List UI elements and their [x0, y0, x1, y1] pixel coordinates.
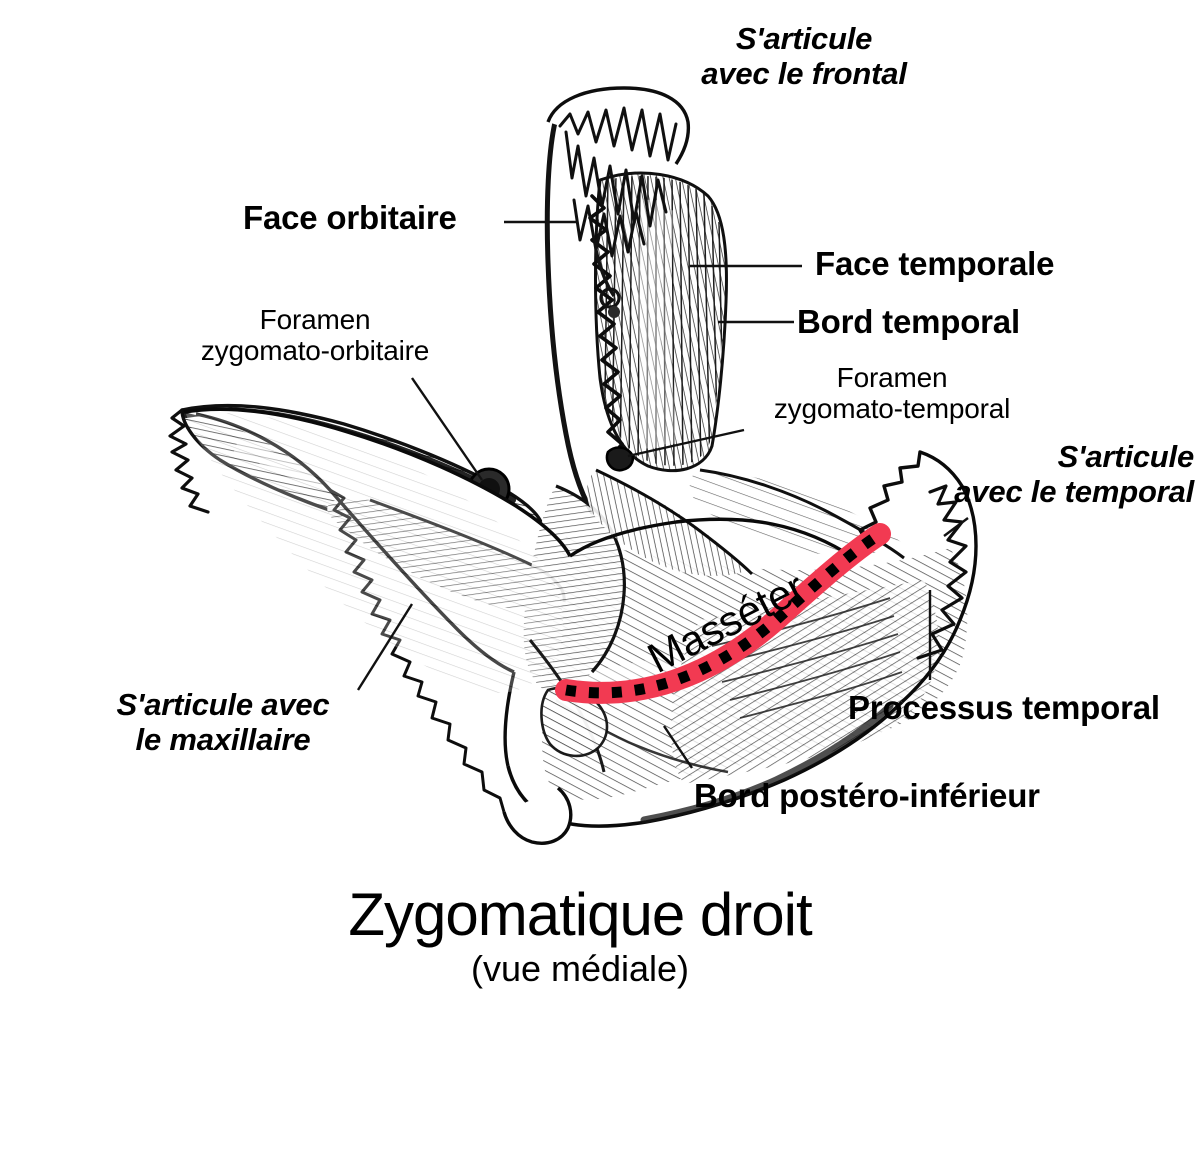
figure-subtitle: (vue médiale)	[470, 948, 690, 989]
label-bord-temporal: Bord temporal	[797, 303, 1020, 340]
leader-bord-postero-inferieur	[663, 725, 693, 769]
figure-title: Zygomatique droit	[348, 881, 812, 948]
label-foramen-zygomato-orbitaire: Foramen zygomato-orbitaire	[200, 304, 430, 367]
masseter-attachment-band	[555, 523, 891, 704]
frontal-process	[544, 86, 728, 515]
leader-articule-maxillaire	[356, 603, 414, 691]
bone-body-medial	[183, 407, 982, 845]
label-bord-postero-inferieur: Bord postéro-inférieur	[694, 777, 1040, 814]
bone-drawing	[168, 86, 982, 845]
label-articule-temporal: S'articule avec le temporal	[954, 439, 1194, 509]
label-articule-frontal: S'articule avec le frontal	[701, 21, 907, 91]
label-foramen-zygomato-temporal: Foramen zygomato-temporal	[773, 362, 1011, 425]
label-articule-maxillaire: S'articule avec le maxillaire	[116, 687, 330, 757]
leader-foramen-zygomato-orbitaire	[411, 377, 483, 481]
label-face-orbitaire: Face orbitaire	[243, 199, 457, 236]
leader-lines	[356, 220, 969, 769]
label-processus-temporal: Processus temporal	[848, 689, 1160, 726]
foramen-zygomato-temporal-hole	[605, 446, 635, 472]
leader-foramen-zygomato-temporal	[627, 428, 745, 458]
label-face-temporale: Face temporale	[815, 245, 1055, 282]
leader-articule-temporal	[943, 517, 969, 537]
